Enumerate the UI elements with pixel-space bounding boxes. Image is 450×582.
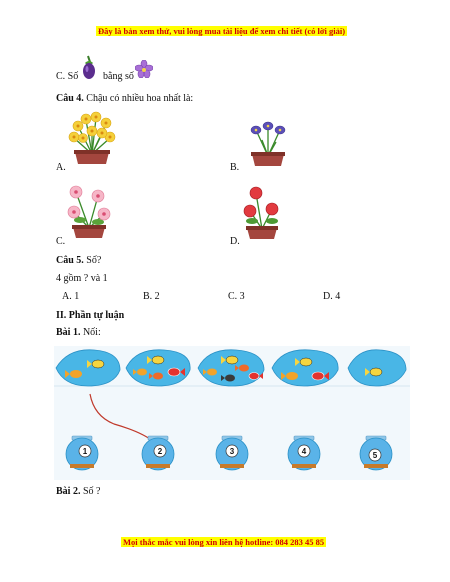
bai2-label: Bài 2. <box>56 486 81 497</box>
q5-option-d: D. 4 <box>323 291 341 302</box>
q4-line: Câu 4. Chậu có nhiều hoa nhất là: <box>56 93 193 104</box>
q5-text: Số? <box>86 255 102 266</box>
flower-pot-d-image <box>243 186 279 239</box>
fish-icon <box>281 357 329 381</box>
q3-option-c-prefix: C. Số <box>56 71 79 82</box>
q5-option-a: A. 1 <box>62 291 80 302</box>
bowl-number-5: 5 <box>373 451 378 460</box>
q3-option-c-middle: bằng số <box>103 71 134 82</box>
bowl-number-3: 3 <box>230 447 235 456</box>
matching-exercise-image: 1 2 3 4 5 <box>54 346 410 480</box>
flower-pot-a-image <box>68 111 116 164</box>
bowl-number-4: 4 <box>302 447 307 456</box>
fish-icon <box>203 355 263 382</box>
bai1-line: Bài 1. Nối: <box>56 327 101 338</box>
footer-banner: Mọi thắc mắc vui lòng xin liên hệ hotlin… <box>121 537 327 547</box>
bowl-number-2: 2 <box>158 447 163 456</box>
q4-label: Câu 4. <box>56 93 84 104</box>
bai1-text: Nối: <box>82 327 101 338</box>
header-banner: Đây là bản xem thử, vui lòng mua tài liệ… <box>96 26 348 36</box>
flower-pot-b-image <box>250 121 286 166</box>
q4-option-a: A. <box>56 162 66 173</box>
fish-icon <box>365 367 383 377</box>
q5-prompt: 4 gồm ? và 1 <box>56 273 108 284</box>
q4-option-d: D. <box>230 236 240 247</box>
q5-option-c: C. 3 <box>228 291 245 302</box>
bai2-text: Số ? <box>82 486 101 497</box>
bai2-line: Bài 2. Số ? <box>56 486 100 497</box>
q4-text: Chậu có nhiều hoa nhất là: <box>86 93 194 104</box>
q4-option-b: B. <box>230 162 240 173</box>
bai1-label: Bài 1. <box>56 327 81 338</box>
q4-option-c: C. <box>56 236 66 247</box>
q5-label: Câu 5. <box>56 255 84 266</box>
bowl-number-1: 1 <box>83 447 88 456</box>
flower-icon <box>135 60 153 78</box>
section-2-title: II. Phần tự luận <box>56 310 125 321</box>
fish-icon <box>65 359 105 378</box>
example-match-line <box>89 393 155 443</box>
flower-pot-c-image <box>67 185 111 238</box>
q5-line: Câu 5. Số? <box>56 255 101 266</box>
q5-option-b: B. 2 <box>143 291 160 302</box>
eggplant-icon <box>83 55 95 79</box>
fish-icon <box>133 355 185 380</box>
